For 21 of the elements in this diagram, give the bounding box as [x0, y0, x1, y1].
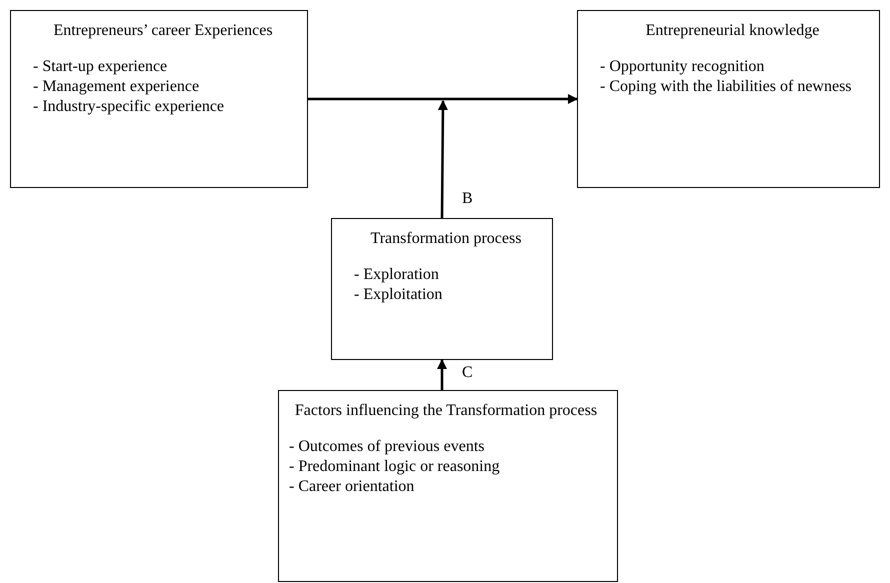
list-item: - Predominant logic or reasoning	[289, 457, 501, 477]
box-heading: Transformation process	[370, 229, 522, 249]
text-box	[10, 10, 308, 188]
arrow	[308, 94, 578, 104]
list-item: - Exploration	[354, 265, 440, 285]
list-item: - Industry-specific experience	[33, 97, 226, 117]
list-item: - Opportunity recognition	[600, 57, 766, 77]
text-box	[577, 10, 880, 188]
box-heading: Entrepreneurial knowledge	[644, 21, 820, 41]
box-heading: Entrepreneurs’ career Experiences	[52, 21, 274, 41]
text-box	[278, 390, 618, 582]
list-item: - Coping with the liabilities of newness	[600, 77, 853, 97]
text-box	[331, 218, 553, 360]
list-item: - Management experience	[33, 77, 200, 97]
list-item: - Exploitation	[354, 285, 444, 305]
list-item: - Outcomes of previous events	[289, 437, 486, 457]
list-item: - Career orientation	[289, 477, 416, 497]
box-heading: Factors influencing the Transformation process	[294, 401, 598, 421]
list-item: - Start-up experience	[33, 57, 168, 77]
arrow	[438, 100, 448, 218]
arrow	[437, 359, 447, 390]
